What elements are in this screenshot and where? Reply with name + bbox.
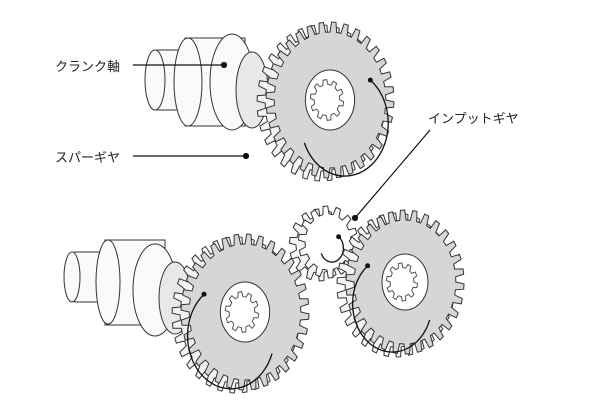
leader-lines: [133, 61, 431, 222]
right-gear-arrow-head: [365, 263, 371, 269]
lower-spur-gear-spline: [224, 291, 260, 333]
upper-crankshaft: [144, 33, 269, 131]
upper-spur-gear-spline: [309, 79, 345, 121]
lower-crankshaft: [63, 239, 192, 337]
input-gear: [288, 205, 359, 282]
input-gear-label: インプットギヤ: [428, 112, 519, 127]
upper-spur-gear-arrow-head: [367, 77, 373, 83]
crankshaft-label: クランク軸: [55, 60, 121, 75]
upper-spur-gear-rotation-arrow: [303, 79, 389, 177]
input-gear-rotation-arrow: [320, 236, 344, 263]
input-gear-face: [297, 205, 359, 279]
spur-gear-label: スパーギヤ: [55, 151, 121, 166]
right-gear: [336, 209, 465, 358]
right-gear-spline: [385, 262, 419, 302]
upper-spur-gear: [256, 21, 395, 182]
lower-spur-gear: [171, 233, 310, 394]
input-gear-arrow-head: [336, 234, 342, 240]
lower-spur-gear-rotation-arrow: [186, 293, 273, 390]
right-gear-rotation-arrow: [352, 265, 431, 353]
lower-spur-gear-arrow-head: [201, 291, 207, 297]
